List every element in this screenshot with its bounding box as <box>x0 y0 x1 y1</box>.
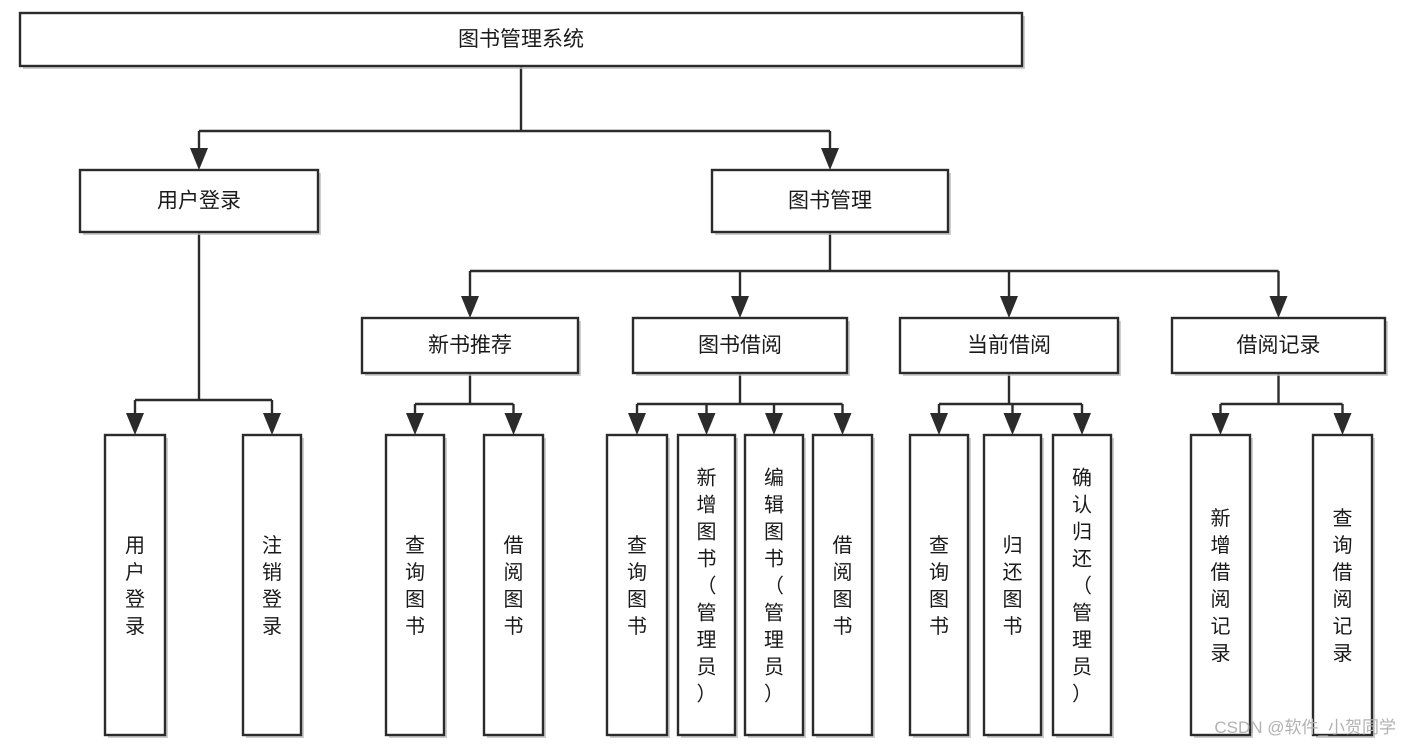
edge-group-root <box>190 66 839 170</box>
node-label: 用户登录 <box>125 535 145 638</box>
node-leaf_2[interactable]: 查询图书 <box>384 433 447 738</box>
node-box[interactable] <box>78 168 320 234</box>
arrow-head <box>406 413 424 435</box>
node-box[interactable] <box>743 433 805 737</box>
arrow-head <box>126 413 144 435</box>
arrow-head <box>1269 296 1288 318</box>
node-label: 归还图书 <box>1003 534 1023 638</box>
edge-group-l2_2 <box>930 373 1091 435</box>
node-label: 新增图书（管理员） <box>697 467 717 706</box>
node-l2_2[interactable]: 当前借阅 <box>898 316 1121 376</box>
node-label: 确认归还（管理员） <box>1072 467 1092 706</box>
csdn-watermark: CSDN @软件_小贺同学 <box>1214 718 1396 737</box>
node-leaf_3[interactable]: 借阅图书 <box>482 433 546 738</box>
node-label: 查询图书 <box>929 534 949 638</box>
node-label: 借阅图书 <box>504 534 524 638</box>
node-l2_3[interactable]: 借阅记录 <box>1170 316 1388 376</box>
node-box[interactable] <box>1051 433 1113 737</box>
node-root[interactable]: 图书管理系统 <box>18 11 1025 69</box>
edge-group-l2_0 <box>406 373 523 435</box>
arrow-head <box>731 296 749 318</box>
node-leaf_12[interactable]: 查询借阅记录 <box>1311 433 1375 738</box>
edge-group-l2_3 <box>1211 373 1352 435</box>
arrow-head <box>930 413 948 435</box>
node-box[interactable] <box>1189 433 1252 737</box>
node-label: 图书借阅 <box>698 334 782 357</box>
arrow-head <box>190 148 208 170</box>
node-label: 新增借阅记录 <box>1211 507 1231 665</box>
arrow-head <box>697 413 716 435</box>
node-label: 借阅记录 <box>1237 334 1321 357</box>
node-leaf_5[interactable]: 新增图书（管理员） <box>676 433 738 738</box>
edge-group-l1_1 <box>461 232 1288 318</box>
node-box[interactable] <box>241 433 303 737</box>
node-box[interactable] <box>676 433 737 737</box>
node-label: 编辑图书（管理员） <box>764 467 784 706</box>
node-box[interactable] <box>631 316 849 375</box>
node-box[interactable] <box>1170 316 1387 375</box>
node-leaf_4[interactable]: 查询图书 <box>605 433 670 738</box>
node-box[interactable] <box>982 433 1043 737</box>
connector-layer <box>126 66 1352 435</box>
edge-group-l1_0 <box>126 232 281 435</box>
arrow-head <box>833 413 852 435</box>
node-box[interactable] <box>384 433 446 737</box>
node-leaf_7[interactable]: 借阅图书 <box>811 433 875 738</box>
node-label: 查询图书 <box>627 534 647 638</box>
node-label: 借阅图书 <box>833 534 853 638</box>
node-box[interactable] <box>811 433 874 737</box>
arrow-head <box>263 413 281 435</box>
arrow-head <box>628 413 646 435</box>
node-l1_0[interactable]: 用户登录 <box>78 168 321 235</box>
node-box[interactable] <box>898 316 1120 375</box>
node-leaf_10[interactable]: 确认归还（管理员） <box>1051 433 1114 738</box>
node-label: 查询借阅记录 <box>1333 507 1353 665</box>
node-leaf_11[interactable]: 新增借阅记录 <box>1189 433 1253 738</box>
node-box[interactable] <box>1311 433 1374 737</box>
arrow-head <box>765 413 783 435</box>
node-label: 查询图书 <box>405 534 425 638</box>
node-layer: 图书管理系统用户登录图书管理新书推荐图书借阅当前借阅借阅记录用户登录注销登录查询… <box>18 11 1388 738</box>
arrow-head <box>1073 413 1091 435</box>
node-box[interactable] <box>605 433 669 737</box>
arrow-head <box>1003 413 1022 435</box>
node-leaf_8[interactable]: 查询图书 <box>908 433 971 738</box>
node-box[interactable] <box>360 316 580 375</box>
node-label: 图书管理系统 <box>458 28 584 51</box>
arrow-head <box>461 296 479 318</box>
edge-group-l2_1 <box>628 373 852 435</box>
node-l2_1[interactable]: 图书借阅 <box>631 316 850 376</box>
node-box[interactable] <box>482 433 545 737</box>
node-l1_1[interactable]: 图书管理 <box>710 168 951 235</box>
node-label: 当前借阅 <box>967 334 1051 357</box>
node-leaf_1[interactable]: 注销登录 <box>241 433 304 738</box>
node-l2_0[interactable]: 新书推荐 <box>360 316 581 376</box>
node-box[interactable] <box>710 168 950 234</box>
arrow-head <box>1211 413 1230 435</box>
arrow-head <box>504 413 523 435</box>
node-leaf_0[interactable]: 用户登录 <box>103 433 168 738</box>
arrow-head <box>1333 413 1352 435</box>
node-label: 用户登录 <box>157 190 241 213</box>
node-label: 图书管理 <box>788 190 872 213</box>
node-box[interactable] <box>103 433 167 737</box>
node-leaf_9[interactable]: 归还图书 <box>982 433 1044 738</box>
node-label: 新书推荐 <box>428 334 512 357</box>
arrow-head <box>821 148 839 170</box>
node-box[interactable] <box>908 433 970 737</box>
node-label: 注销登录 <box>262 534 282 638</box>
node-box[interactable] <box>18 11 1024 68</box>
node-leaf_6[interactable]: 编辑图书（管理员） <box>743 433 806 738</box>
arrow-head <box>1000 296 1018 318</box>
